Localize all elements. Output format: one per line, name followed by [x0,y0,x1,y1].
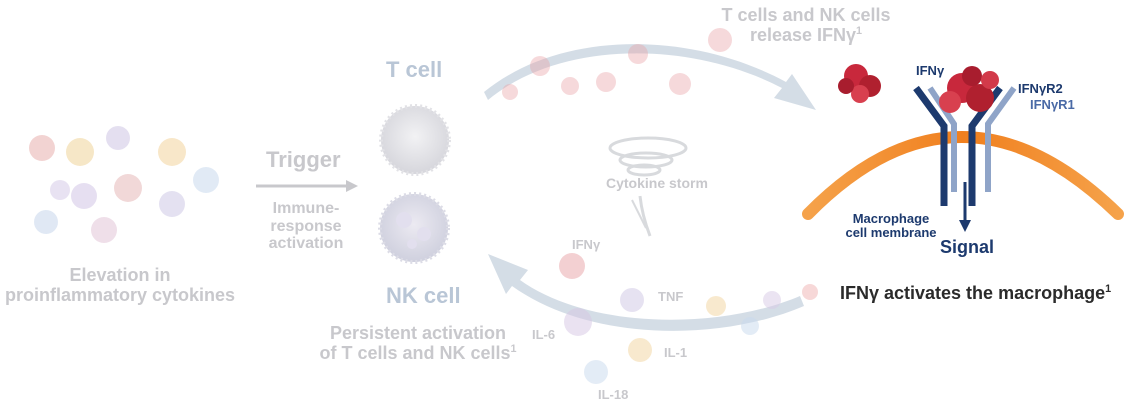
il18-label: IL-18 [598,387,629,402]
persistent-ref: 1 [510,342,517,355]
elevation-line-2: proinflammatory cytokines [4,284,236,305]
ifng-proteins-upper [502,28,732,100]
elevation-line-1: Elevation in [69,265,171,285]
ifng-receptor [913,85,1017,232]
il1-label: IL-1 [664,345,688,360]
activates-text: IFNγ activates the macrophage [840,283,1106,303]
ifngr1-label: IFNγR1 [1030,97,1075,112]
il6-label: IL-6 [532,327,556,342]
cytokine-storm-label: Cytokine storm [606,175,708,191]
tnf-label: TNF [658,289,684,304]
elevation-label: Elevation in proinflammatory cytokines [0,265,240,306]
cytokine-storm-graphic [608,136,688,237]
cytokines-lower [559,253,818,384]
immune-line-3: activation [268,235,344,253]
ifng-receptor-label: IFNγ [916,63,945,78]
release-line-2: release IFNγ1 [706,24,906,46]
t-cell-graphic [379,104,451,176]
activates-ref: 1 [1105,283,1112,295]
macrophage-membrane [802,131,1124,220]
ifng-protein-bound [939,66,999,113]
macrophage-membrane-label: Macrophage cell membrane [836,211,946,241]
release-line-1: T cells and NK cells [721,5,891,25]
nk-cell-graphic [378,192,450,264]
persistent-arrow [488,254,804,331]
immune-line-2: response [270,217,342,235]
release-ref: 1 [856,24,863,37]
ifngr2-label: IFNγR2 [1018,81,1063,96]
persistent-activation-label: Persistent activation of T cells and NK … [318,323,518,364]
persistent-line-2-text: of T cells and NK cells [319,342,511,363]
ifng-lower-label: IFNγ [572,237,601,252]
t-cell-label: T cell [386,57,443,82]
cytokine-cluster-left [29,126,219,243]
persistent-line-1: Persistent activation [329,323,507,343]
trigger-arrow [256,180,358,192]
persistent-line-2: of T cells and NK cells1 [318,342,518,364]
membrane-line-2: cell membrane [845,225,937,241]
ifng-protein-free [838,64,881,103]
membrane-line-1: Macrophage [852,211,930,226]
nk-cell-label: NK cell [386,283,461,308]
immune-activation-label: Immune- response activation [258,200,354,253]
immune-line-1: Immune- [272,200,340,217]
release-line-2-text: release IFNγ [749,24,857,45]
ifng-activates-label: IFNγ activates the macrophage1 [840,283,1112,304]
release-ifng-label: T cells and NK cells release IFNγ1 [706,5,906,46]
trigger-label: Trigger [266,147,341,172]
release-arrow [484,44,816,110]
signal-label: Signal [940,237,995,257]
